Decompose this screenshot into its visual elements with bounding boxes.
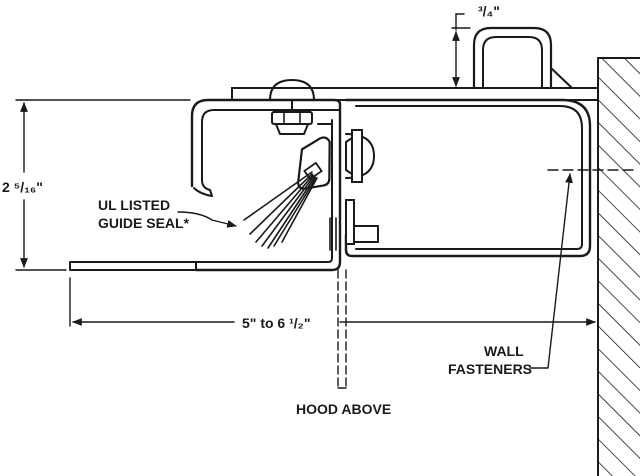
dimension-top-gap-label: ³/₄" <box>478 3 500 19</box>
dimension-height-label: 2 ⁵/₁₆" <box>2 179 43 195</box>
dimension-height <box>15 99 191 271</box>
hood-label: HOOD ABOVE <box>296 401 391 417</box>
dimension-width <box>69 277 596 327</box>
fasteners-label-line2: FASTENERS <box>448 361 532 377</box>
dimension-top-gap <box>451 13 471 87</box>
guide-seal-label-line1: UL LISTED <box>98 197 170 213</box>
guide-seal-label-line2: GUIDE SEAL* <box>98 215 190 231</box>
top-loop <box>472 26 573 90</box>
guide-seal <box>243 136 331 249</box>
hood-indicator <box>337 269 347 389</box>
bolt-assembly <box>269 79 315 135</box>
wall <box>597 57 640 476</box>
wall-bracket <box>344 98 592 258</box>
fasteners-label-line1: WALL <box>484 343 524 359</box>
guide-seal-leader <box>177 211 237 228</box>
top-plate <box>231 87 599 101</box>
guide-channel <box>69 98 342 272</box>
dimension-width-label: 5" to 6 ¹/₂" <box>242 315 311 331</box>
side-bolt <box>329 129 375 251</box>
fasteners-leader <box>529 173 573 369</box>
